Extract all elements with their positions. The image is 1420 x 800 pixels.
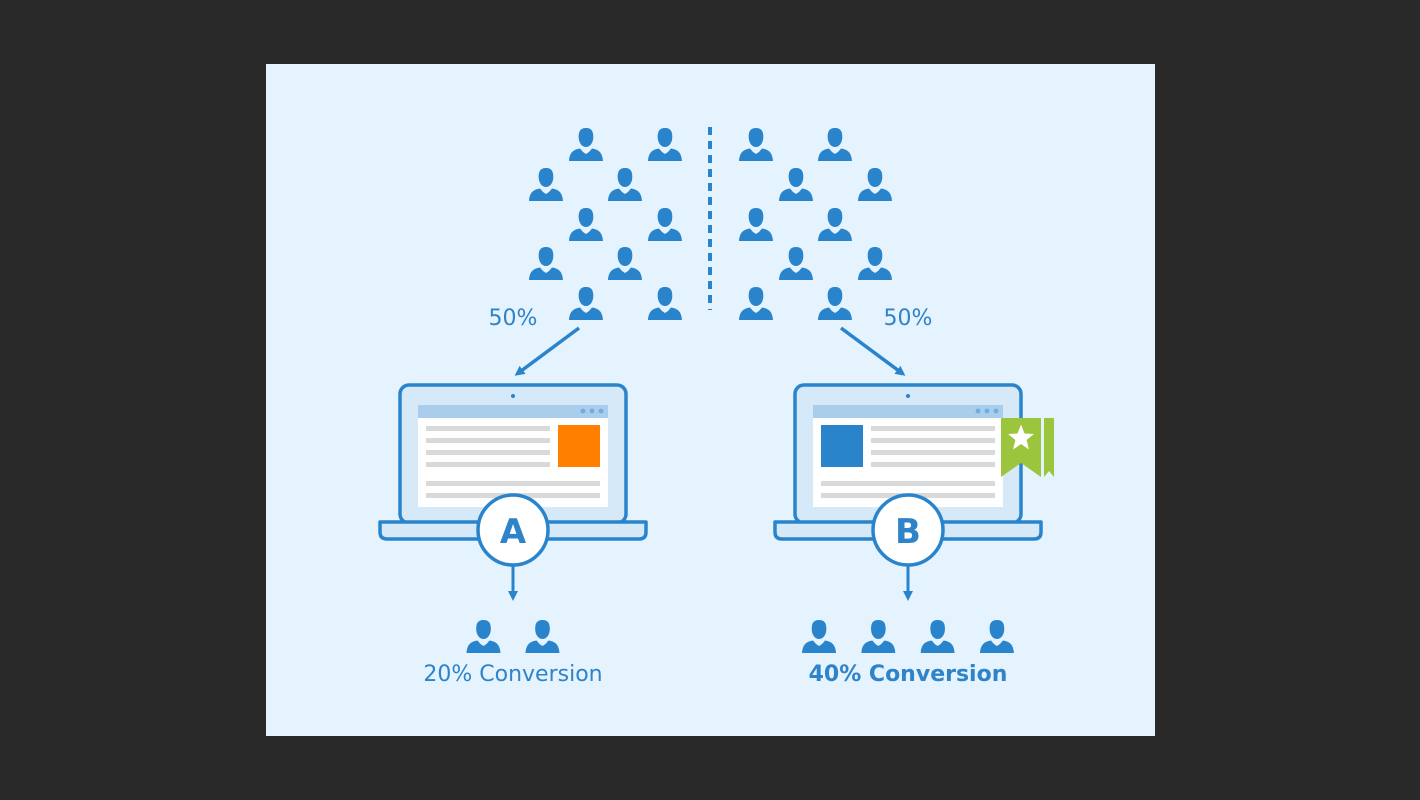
variant-b-badge [871,493,945,567]
split-label-left: 50% [489,306,538,331]
blue-content-block [821,425,863,467]
variant-a: A 20% Conversion [378,383,648,687]
variant-b: B 40% Conversion [773,383,1054,687]
star-bookmark-icon [1001,418,1054,477]
orange-content-block [558,425,600,467]
arrow-icon [514,326,581,376]
variant-a-result: 20% Conversion [423,662,602,687]
variant-b-result: 40% Conversion [809,662,1008,687]
split-label-right: 50% [884,306,933,331]
variant-a-badge [476,493,550,567]
arrow-icon [839,326,906,376]
variant-a-letter: A [500,512,527,552]
laptop-icon [773,383,1043,541]
variant-b-letter: B [895,512,921,552]
